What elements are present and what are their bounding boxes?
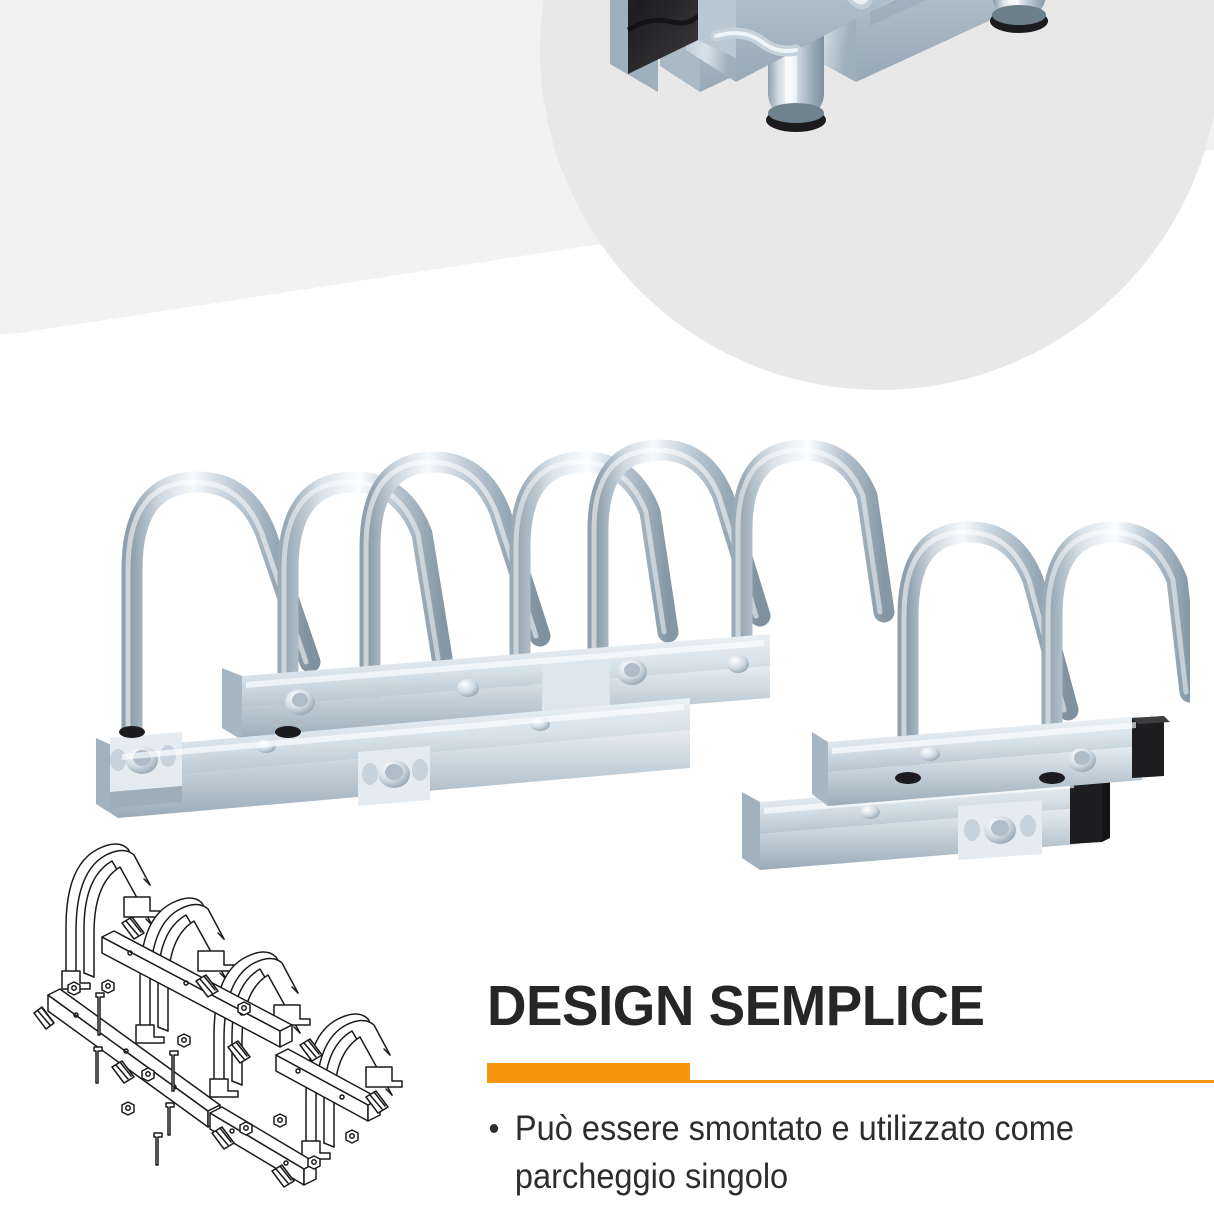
diagram-screw-8 (211, 1126, 235, 1150)
rack-hoop-2 (359, 451, 679, 713)
detail-closeup-photo (540, 0, 1214, 390)
accent-rule-thin (690, 1080, 1214, 1083)
rail-front-bolt-2 (378, 760, 410, 788)
rack-tube-rear (990, 0, 1048, 33)
foot-3 (895, 772, 921, 784)
rack-hoop-1 (121, 471, 453, 741)
feature-bullet-text: Può essere smontato e utilizzato come pa… (514, 1109, 1074, 1196)
diagram-nut-4 (141, 1067, 155, 1082)
rail-back-right-end-cap (1132, 716, 1170, 778)
copy-block: DESIGN SEMPLICE Può essere smontato e ut… (487, 974, 1214, 1201)
diagram-screw-4 (195, 974, 219, 998)
diagram-screw-5 (227, 1040, 251, 1064)
diagram-bolt-long-2 (93, 1046, 103, 1084)
detail-closeup-panel (540, 0, 1214, 390)
rack-hoop-3 (587, 439, 895, 689)
diagram-bolt-long-5 (153, 1132, 163, 1166)
diagram-nut-3 (177, 1033, 191, 1048)
rail-back-bolt-2 (457, 679, 479, 697)
rail-right-bolt (984, 816, 1016, 844)
accent-rule-thick (487, 1063, 690, 1083)
diagram-screw-7 (365, 1090, 389, 1114)
rack-hoop-4 (897, 521, 1190, 787)
diagram-nut-7 (273, 1113, 287, 1128)
diagram-screw-3 (121, 916, 145, 940)
diagram-screw-1 (33, 1006, 55, 1030)
diagram-nut-2 (67, 981, 81, 996)
rail-back-splice (542, 658, 610, 716)
diagram-bolt-long-3 (169, 1050, 179, 1092)
detail-circle-backdrop (540, 0, 1214, 390)
feature-bullet-list: Può essere smontato e utilizzato come pa… (487, 1105, 1187, 1201)
rail-right-end-cap (1070, 776, 1110, 844)
rail-back (222, 634, 770, 740)
diagram-nut-9 (345, 1129, 359, 1144)
diagram-bolt-long-4 (165, 1102, 175, 1136)
bullet-dot-icon (489, 1124, 499, 1133)
rail-end-cap (610, 0, 736, 92)
rail-back-bolt-3 (617, 659, 647, 685)
diagram-nut-8 (239, 1121, 253, 1136)
foot-1 (119, 726, 145, 738)
exploded-assembly-diagram (33, 843, 403, 1188)
diagram-nut-10 (307, 1155, 321, 1170)
hero-product-photo (96, 439, 1190, 870)
rail-back-right-bolt (1068, 748, 1096, 772)
foot-2 (275, 726, 301, 738)
accent-rule (487, 1063, 1214, 1085)
diagram-screw-9 (271, 1164, 295, 1188)
diagram-bolt-long-1 (95, 992, 105, 1036)
foot-4 (1039, 772, 1065, 784)
diagram-screw-6 (299, 1038, 323, 1062)
rail-front-bolt-1 (126, 746, 158, 774)
diagram-screw-2 (111, 1060, 135, 1084)
rail-back-bolt-1 (285, 689, 315, 715)
diagram-nut-1 (101, 979, 115, 994)
diagram-nut-6 (237, 1001, 251, 1016)
rail-back-right-detached (812, 716, 1170, 806)
rail-front-left (96, 698, 690, 818)
feature-bullet-item: Può essere smontato e utilizzato come pa… (487, 1105, 1194, 1201)
rail-back-bolt-4 (727, 655, 749, 673)
headline: DESIGN SEMPLICE (487, 974, 985, 1038)
diagram-nut-5 (121, 1101, 135, 1116)
